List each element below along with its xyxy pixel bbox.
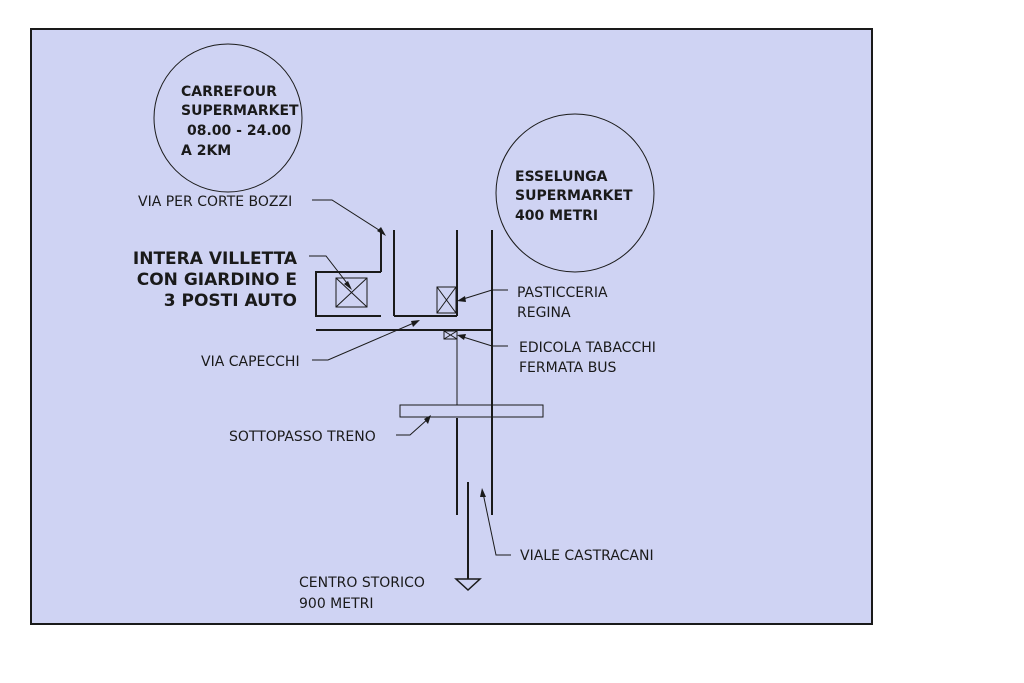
carrefour-name: CARREFOUR — [181, 84, 277, 100]
label-pasticceria-line2: REGINA — [517, 305, 571, 321]
label-pasticceria-line1: PASTICCERIA — [517, 285, 608, 301]
label-edicola-line2: FERMATA BUS — [519, 360, 617, 376]
arrowhead-viale-castracani — [480, 488, 486, 497]
label-viale-castracani: VIALE CASTRACANI — [520, 548, 654, 564]
villetta-house — [335, 277, 368, 308]
carrefour-circle — [153, 43, 303, 193]
carrefour-type: SUPERMARKET — [181, 103, 299, 119]
carrefour-hours: 08.00 - 24.00 — [187, 123, 291, 139]
leader-via-per-corte-bozzi — [312, 199, 383, 233]
villetta-lot — [315, 271, 381, 317]
underpass-bar — [399, 404, 544, 418]
label-via-capecchi: VIA CAPECCHI — [201, 354, 300, 370]
label-edicola-line1: EDICOLA TABACCHI — [519, 340, 656, 356]
leader-edicola — [459, 335, 508, 347]
esselunga-name: ESSELUNGA — [515, 169, 608, 185]
map-frame — [30, 28, 873, 625]
leader-pasticceria — [459, 289, 508, 301]
label-sottopasso: SOTTOPASSO TRENO — [229, 429, 376, 445]
arrowhead-via-per-corte-bozzi — [377, 227, 386, 236]
leader-viale-castracani — [482, 492, 511, 556]
arrowhead-sottopasso — [424, 415, 431, 424]
arrowhead-pasticceria — [457, 296, 466, 302]
arrowhead-edicola — [457, 334, 466, 340]
esselunga-type: SUPERMARKET — [515, 188, 633, 204]
label-centro-line2: 900 METRI — [299, 596, 374, 612]
leader-via-capecchi — [312, 321, 417, 361]
esselunga-circle — [495, 113, 655, 273]
label-via-per-corte-bozzi: VIA PER CORTE BOZZI — [138, 194, 292, 210]
villetta-line1: INTERA VILLETTA — [133, 249, 298, 269]
arrowhead-via-capecchi — [411, 320, 420, 327]
leader-sottopasso — [396, 417, 430, 436]
centro-arrow — [454, 578, 482, 592]
pasticceria-cross-b — [436, 286, 457, 314]
edicola-cross-b — [443, 330, 458, 340]
esselunga-distance: 400 METRI — [515, 208, 598, 224]
pasticceria-marker — [436, 286, 457, 314]
villetta-house-cross-b — [335, 277, 368, 308]
leader-villetta — [309, 255, 351, 288]
label-centro-line1: CENTRO STORICO — [299, 575, 425, 591]
villetta-line3: 3 POSTI AUTO — [164, 291, 297, 311]
carrefour-distance: A 2KM — [181, 143, 231, 159]
villetta-line2: CON GIARDINO E — [137, 270, 297, 290]
arrowhead-villetta — [344, 281, 352, 290]
